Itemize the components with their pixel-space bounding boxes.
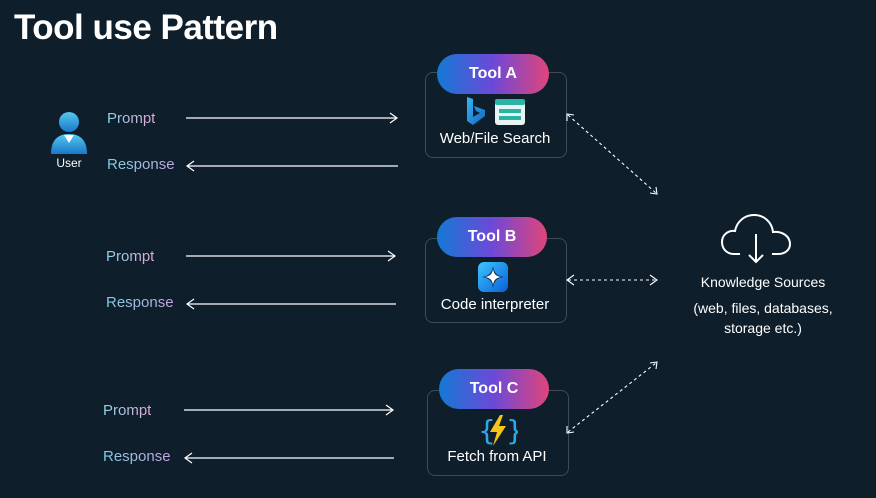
prompt-arrow-a <box>186 112 399 124</box>
user-label: User <box>56 156 82 170</box>
prompt-label-c: Prompt <box>103 402 152 419</box>
sparkle-icon <box>478 262 508 292</box>
bing-icon <box>467 97 485 125</box>
user-icon <box>51 112 87 154</box>
tool-a-caption: Web/File Search <box>439 130 551 147</box>
response-label-c: Response <box>103 448 171 465</box>
knowledge-sources-subtitle-line1: (web, files, databases, <box>693 300 833 316</box>
file-search-icon <box>495 99 525 125</box>
response-arrow-a <box>185 160 398 172</box>
prompt-arrow-c <box>184 404 395 416</box>
tool-b-caption: Code interpreter <box>440 296 550 313</box>
svg-text:}: } <box>506 414 518 447</box>
knowledge-sources-title: Knowledge Sources <box>700 274 826 290</box>
knowledge-link-a <box>567 114 657 194</box>
prompt-label-a: Prompt <box>107 110 156 127</box>
function-bolt-icon: { } <box>478 414 518 447</box>
svg-text:{: { <box>478 414 496 447</box>
tool-c-pill: Tool C <box>439 369 549 409</box>
response-label-a: Response <box>107 156 175 173</box>
page-title: Tool use Pattern <box>14 8 278 47</box>
response-arrow-b <box>185 298 396 310</box>
tool-b-pill: Tool B <box>437 217 547 257</box>
knowledge-sources-subtitle-line2: storage etc.) <box>724 320 802 336</box>
knowledge-sources-subtitle: (web, files, databases, storage etc.) <box>676 298 850 338</box>
tool-c-caption: Fetch from API <box>447 448 547 465</box>
prompt-arrow-b <box>186 250 397 262</box>
prompt-label-b: Prompt <box>106 248 155 265</box>
tool-a-pill: Tool A <box>437 54 549 94</box>
response-label-b: Response <box>106 294 174 311</box>
knowledge-link-c <box>567 362 657 433</box>
user-avatar <box>44 110 94 159</box>
cloud-download-icon <box>720 213 792 264</box>
response-arrow-c <box>183 452 394 464</box>
